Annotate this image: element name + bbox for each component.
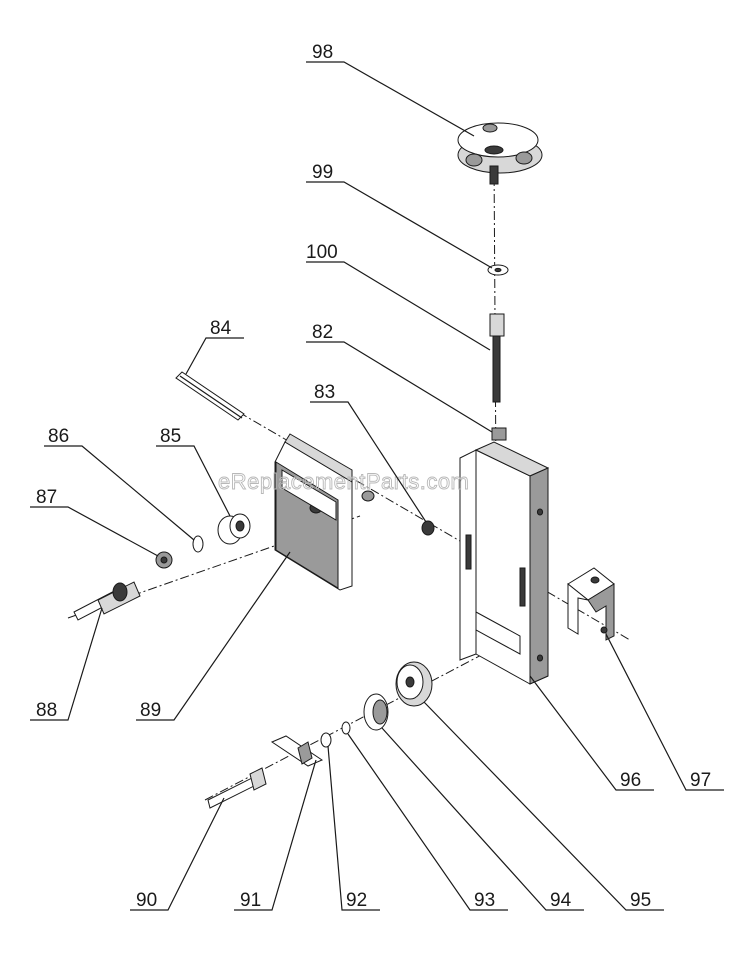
- callout-label-82: 82: [312, 322, 333, 343]
- callout-label-91: 91: [240, 890, 261, 911]
- callout-leaders: [30, 61, 724, 911]
- callout-label-86: 86: [48, 426, 69, 447]
- part-84-rod: [175, 371, 245, 421]
- part-82-nut: [491, 427, 507, 441]
- callout-label-90: 90: [136, 890, 157, 911]
- part-90-bolt: [207, 767, 267, 809]
- callout-label-96: 96: [620, 770, 641, 791]
- callout-label-92: 92: [346, 890, 367, 911]
- part-85-bushing: [217, 513, 251, 545]
- part-97-u-clip: [567, 567, 615, 641]
- callout-label-98: 98: [312, 42, 333, 63]
- callout-label-94: 94: [550, 890, 572, 911]
- callout-label-84: 84: [210, 318, 232, 339]
- callout-label-99: 99: [312, 162, 333, 183]
- watermark-text: eReplacementParts.com: [218, 469, 469, 494]
- callout-label-100: 100: [306, 242, 338, 263]
- part-92-washer: [320, 732, 332, 748]
- part-94-dished-washer: [363, 693, 389, 731]
- part-87-nut: [155, 551, 173, 569]
- callout-label-97: 97: [690, 770, 711, 791]
- part-95-star-knob: [395, 661, 433, 707]
- part-98-star-knob: [457, 122, 543, 185]
- callout-label-88: 88: [36, 700, 57, 721]
- part-86-washer: [192, 535, 204, 553]
- callout-label-93: 93: [474, 890, 495, 911]
- callout-label-85: 85: [160, 426, 181, 447]
- callout-label-83: 83: [314, 382, 335, 403]
- part-89-angled-plate: [274, 433, 353, 591]
- part-93-lock-washer: [341, 721, 351, 735]
- callout-labels: 98 99 100 84 82 83 86 85 87 88 89 96 97 …: [36, 42, 711, 911]
- part-100-stud-bolt: [489, 313, 505, 403]
- part-88-shaft: [73, 581, 141, 621]
- callout-label-95: 95: [630, 890, 651, 911]
- callout-label-89: 89: [140, 700, 161, 721]
- part-91-t-handle: [270, 735, 324, 767]
- part-96-bracket: [459, 441, 550, 685]
- part-99-washer: [487, 264, 509, 276]
- part-83-nut: [361, 490, 435, 536]
- callout-label-87: 87: [36, 487, 57, 508]
